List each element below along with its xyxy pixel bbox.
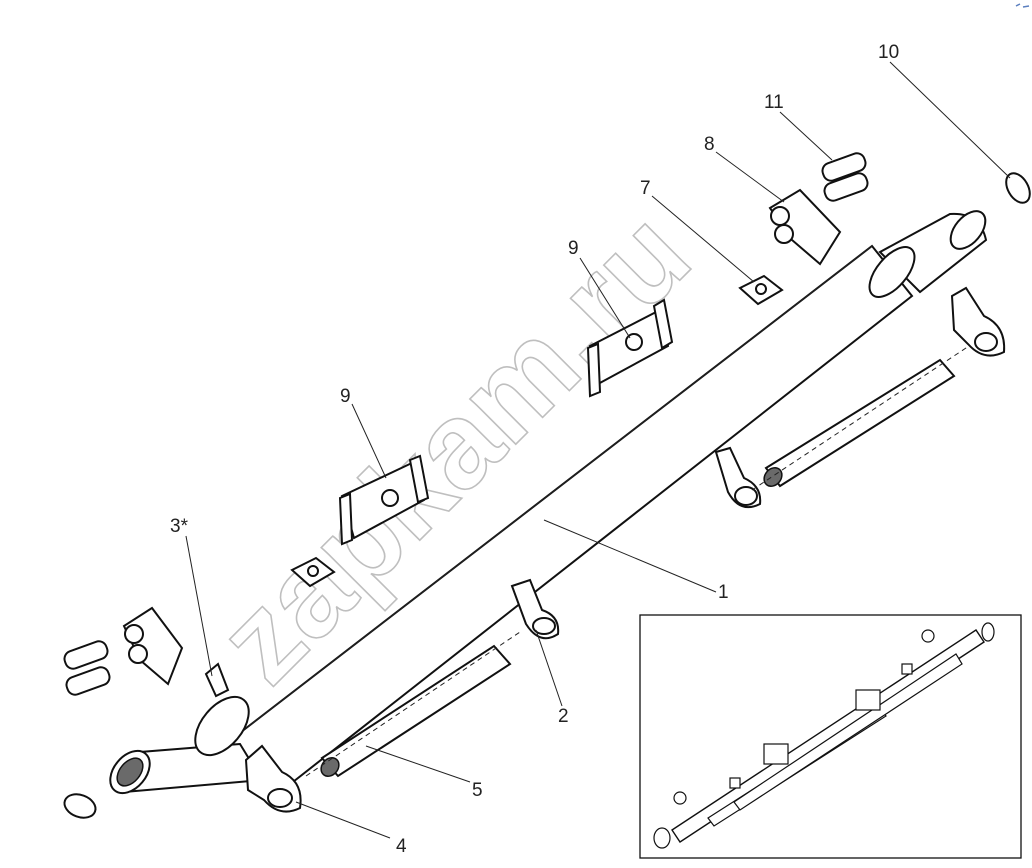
callout-3: 3* xyxy=(170,516,189,537)
arm-part-2-upper xyxy=(714,446,762,508)
axis-line xyxy=(751,343,973,491)
callout-10: 10 xyxy=(878,42,899,63)
leader-9a xyxy=(579,257,631,339)
nut-part-7-upper xyxy=(738,274,784,306)
callout-11: 11 xyxy=(764,92,784,113)
arm-part-2 xyxy=(510,578,560,640)
leader-5 xyxy=(365,745,471,783)
lever-part-4 xyxy=(244,744,302,813)
ring-part-10-lower xyxy=(63,793,97,819)
callout-5: 5 xyxy=(472,780,483,801)
bracket-part-9-upper xyxy=(586,298,674,398)
clamp-part-8-upper xyxy=(768,188,842,266)
callout-2: 2 xyxy=(558,706,569,727)
callout-1: 1 xyxy=(718,582,729,603)
corner-mark xyxy=(1015,3,1030,8)
leader-11 xyxy=(779,111,833,161)
nut-part-7-lower xyxy=(290,556,336,588)
pin-part-5 xyxy=(320,644,512,778)
leader-4 xyxy=(295,801,391,839)
main-tube xyxy=(109,210,988,802)
axis-line xyxy=(305,631,521,777)
leader-7 xyxy=(651,195,755,283)
leader-2 xyxy=(535,629,563,707)
roller-part-11-upper-a xyxy=(821,152,867,182)
roller-part-11-lower-b xyxy=(65,666,111,696)
roller-part-11-lower-a xyxy=(63,640,109,670)
bracket-part-9-lower xyxy=(338,454,430,546)
roller-part-11-upper-b xyxy=(823,172,869,202)
leader-9b xyxy=(351,403,387,479)
callout-8: 8 xyxy=(704,134,715,155)
leader-8 xyxy=(715,151,785,203)
inset-overview xyxy=(639,614,1022,859)
ring-part-10-upper xyxy=(1005,172,1031,204)
pin-part-5-upper xyxy=(763,358,956,488)
leader-1 xyxy=(543,519,717,593)
clamp-part-8-lower xyxy=(122,606,184,686)
leader-10 xyxy=(889,61,1011,179)
lever-part-4-upper xyxy=(950,286,1006,357)
callout-9b: 9 xyxy=(340,386,351,407)
leader-3 xyxy=(185,535,213,677)
callout-9a: 9 xyxy=(568,238,579,259)
callout-4: 4 xyxy=(396,836,407,857)
callout-7: 7 xyxy=(640,178,651,199)
fitting-part-3 xyxy=(204,662,230,698)
